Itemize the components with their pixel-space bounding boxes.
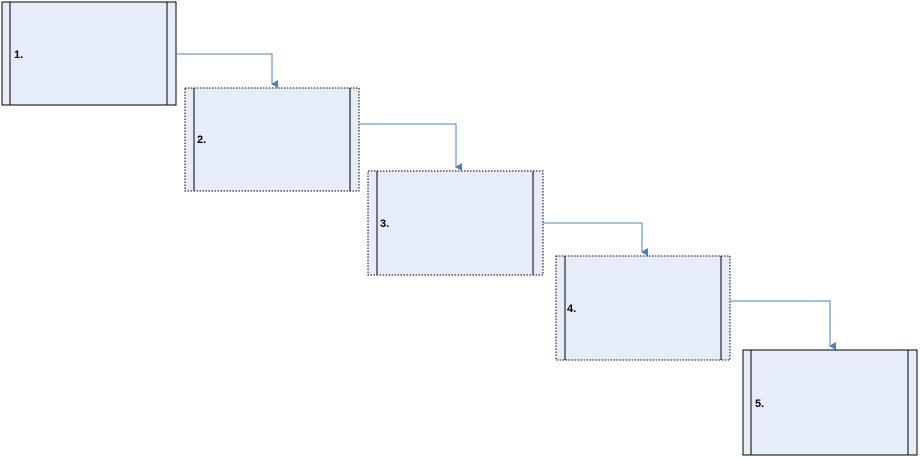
step-box-5: 5. (742, 349, 918, 456)
step-box-1: 1. (1, 1, 177, 106)
step-box-2: 2. (184, 87, 360, 192)
step-box-4: 4. (555, 255, 731, 361)
step-label-3: 3. (380, 218, 389, 230)
connector-arrow-2-to-3 (359, 123, 462, 171)
connector-arrow-3-to-4 (543, 222, 648, 256)
connector-arrow-1-to-2 (176, 53, 278, 88)
step-box-3-body (367, 170, 544, 276)
step-box-1-body (1, 1, 177, 106)
connector-arrow-4-to-5 (730, 300, 836, 350)
step-label-4: 4. (567, 303, 576, 315)
step-box-5-body (742, 349, 918, 456)
step-label-1: 1. (14, 49, 23, 61)
step-box-4-body (555, 255, 731, 361)
step-box-2-body (184, 87, 360, 192)
step-label-5: 5. (755, 398, 764, 410)
step-label-2: 2. (197, 134, 206, 146)
step-box-3: 3. (367, 170, 544, 276)
